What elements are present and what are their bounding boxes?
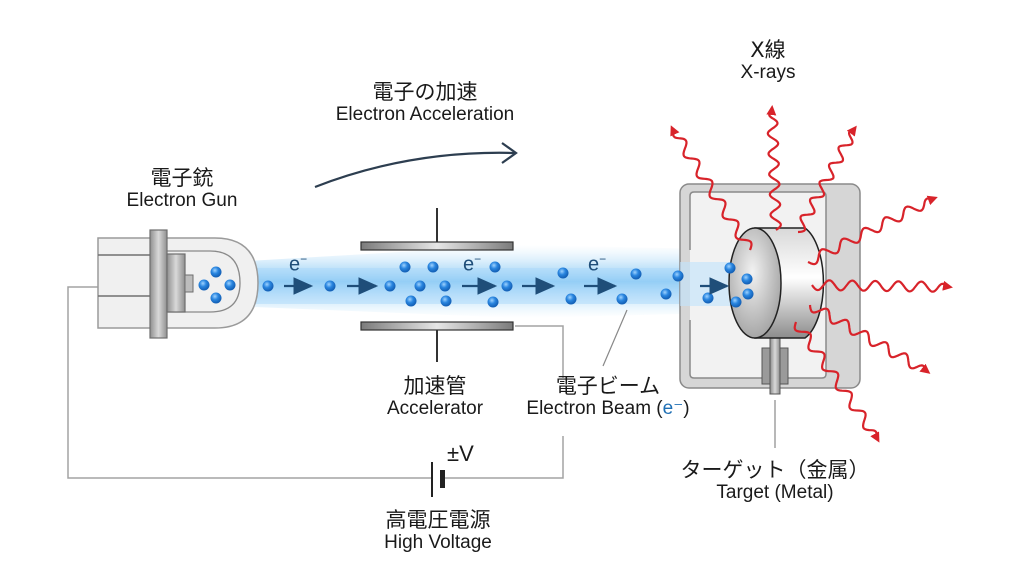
label-accelerator-en: Accelerator: [386, 398, 484, 420]
electron-symbol-2-base: e: [463, 253, 475, 276]
label-target-jp: ターゲット（金属）: [680, 458, 870, 482]
electron-symbol-2: e−: [463, 252, 481, 277]
electron-particle: [210, 292, 222, 304]
label-electron-gun: 電子銃 Electron Gun: [102, 166, 262, 212]
electron-particle: [487, 296, 499, 308]
xray-emissions: [670, 105, 953, 443]
electron-particle: [742, 288, 754, 300]
electron-symbol-2-sup: −: [474, 252, 482, 266]
label-electron-acceleration-en: Electron Acceleration: [335, 104, 515, 126]
electron-particle: [702, 292, 714, 304]
electron-particle: [557, 267, 569, 279]
voltage-symbol: ±V: [447, 441, 474, 466]
label-electron-gun-jp: 電子銃: [150, 166, 214, 190]
label-electron-beam-jp: 電子ビーム: [555, 374, 661, 398]
xray-wave: [670, 125, 753, 251]
electron-particle: [672, 270, 684, 282]
label-high-voltage-en: High Voltage: [384, 532, 492, 554]
electron-particle: [384, 280, 396, 292]
electron-particle: [660, 288, 672, 300]
wire-gun-to-supply: [67, 286, 432, 479]
label-high-voltage: 高電圧電源 High Voltage: [358, 508, 518, 554]
label-electron-acceleration: 電子の加速 Electron Acceleration: [300, 80, 550, 126]
xray-wave: [808, 304, 931, 374]
label-accelerator-jp: 加速管: [403, 374, 467, 398]
label-electron-beam-symbol: e⁻: [662, 398, 684, 420]
xray-wave: [807, 195, 938, 266]
electron-particle: [224, 279, 236, 291]
acceleration-arrow-head: [501, 142, 518, 164]
label-xrays: X線 X-rays: [718, 38, 818, 84]
xray-wave: [797, 125, 857, 234]
electron-symbol-3-base: e: [588, 253, 600, 276]
electron-symbol-3: e−: [588, 252, 606, 277]
electron-particle: [210, 266, 222, 278]
xray-wave: [793, 321, 880, 443]
label-electron-gun-en: Electron Gun: [126, 190, 238, 212]
electron-particle: [262, 280, 274, 292]
electron-particle: [324, 280, 336, 292]
gun-flange: [149, 229, 168, 339]
electron-particle: [414, 280, 426, 292]
electron-particle: [405, 295, 417, 307]
electron-symbol-1-base: e: [289, 253, 301, 276]
wire-supply-to-beam: [444, 436, 564, 479]
electron-particle: [565, 293, 577, 305]
electron-particle: [724, 262, 736, 274]
electron-particle: [630, 268, 642, 280]
wire-beam-to-plate: [515, 325, 564, 378]
label-xrays-en: X-rays: [740, 62, 796, 84]
electron-particle: [198, 279, 210, 291]
label-accelerator: 加速管 Accelerator: [360, 374, 510, 420]
gun-tip: [184, 274, 194, 293]
xray-wave: [766, 105, 782, 231]
electrons: [198, 261, 754, 308]
accelerator-plate-top: [360, 241, 514, 251]
label-high-voltage-jp: 高電圧電源: [385, 508, 491, 532]
label-electron-beam-en: Electron Beam (e⁻): [508, 398, 708, 420]
accelerator-tube: [360, 208, 514, 362]
electron-symbol-1-sup: −: [300, 252, 308, 266]
electron-particle: [489, 261, 501, 273]
label-xrays-jp: X線: [750, 38, 786, 62]
electron-particle: [427, 261, 439, 273]
metal-target: [728, 227, 825, 395]
label-electron-beam-en-suffix: ): [683, 398, 690, 420]
accelerator-plate-bottom: [360, 321, 514, 331]
target-stem: [769, 333, 781, 395]
label-electron-beam-en-text: Electron Beam (: [526, 398, 663, 420]
electron-particle: [741, 273, 753, 285]
electron-symbol-1: e−: [289, 252, 307, 277]
electron-particle: [730, 296, 742, 308]
electron-particle: [439, 280, 451, 292]
label-electron-acceleration-jp: 電子の加速: [372, 80, 478, 104]
electron-particle: [616, 293, 628, 305]
gun-cathode: [166, 253, 186, 313]
electron-particle: [440, 295, 452, 307]
beam-leader-line: [602, 309, 628, 367]
electron-symbol-3-sup: −: [599, 252, 607, 266]
target-face: [728, 227, 782, 339]
label-target: ターゲット（金属） Target (Metal): [660, 458, 890, 504]
electron-gun: [97, 229, 259, 339]
acceleration-arrow: [314, 151, 516, 189]
electron-particle: [501, 280, 513, 292]
xray-wave: [811, 279, 953, 293]
electron-particle: [399, 261, 411, 273]
label-target-en: Target (Metal): [716, 482, 834, 504]
circuit-wires: [67, 286, 564, 479]
label-electron-beam: 電子ビーム Electron Beam (e⁻): [508, 374, 708, 420]
battery-symbol: [431, 462, 445, 497]
